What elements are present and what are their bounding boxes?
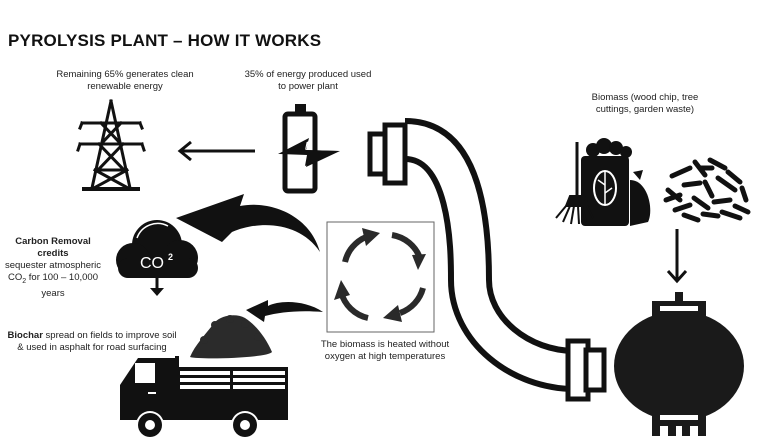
plant-power-caption-line1: 35% of energy produced used	[244, 69, 372, 80]
battery-charging-icon	[278, 104, 340, 194]
process-caption-line1: The biomass is heated without	[320, 339, 450, 350]
grid-energy-caption-line2: renewable energy	[87, 81, 163, 92]
rake-icon	[555, 142, 594, 225]
co2-suffix: for 100 – 10,000	[26, 272, 98, 283]
cloud-co2-superscript: 2	[168, 252, 173, 262]
arrow-down-icon	[666, 229, 688, 284]
biochar-caption: Biochar spread on fields to improve soil…	[4, 330, 180, 354]
biochar-pile-icon	[190, 315, 272, 359]
carbon-caption-line2: CO2 for 100 – 10,000	[0, 272, 106, 288]
plant-power-caption-line2: to power plant	[278, 81, 338, 92]
biomass-bag-icon	[581, 138, 651, 226]
grid-energy-caption-line1: Remaining 65% generates clean	[56, 69, 194, 80]
power-pylon-icon	[76, 99, 146, 191]
biochar-caption-line2: & used in asphalt for road surfacing	[17, 342, 167, 353]
wood-chips-icon	[663, 157, 751, 223]
co2-prefix: CO	[8, 272, 23, 283]
curved-arrow-to-biochar-icon	[246, 300, 323, 322]
carbon-credits-caption: Carbon Removal credits sequester atmosph…	[0, 236, 106, 300]
carbon-caption-line3: years	[41, 287, 65, 299]
biochar-heading: Biochar	[7, 330, 43, 341]
plant-power-caption: 35% of energy produced used to power pla…	[228, 69, 388, 93]
page-title: PYROLYSIS PLANT – HOW IT WORKS	[8, 31, 322, 50]
biomass-caption-line2: cuttings, garden waste)	[595, 104, 695, 115]
biomass-caption-line1: Biomass (wood chip, tree	[591, 92, 699, 103]
process-caption-line2: oxygen at high temperatures	[324, 351, 446, 362]
process-caption: The biomass is heated without oxygen at …	[300, 339, 470, 363]
biochar-caption-line1: spread on fields to improve soil	[42, 330, 177, 341]
grid-energy-caption: Remaining 65% generates clean renewable …	[30, 69, 220, 93]
co2-cloud-icon: CO 2	[116, 220, 198, 296]
reactor-vessel-icon	[614, 292, 744, 436]
curved-arrow-to-cloud-icon	[176, 194, 320, 252]
cloud-co2-label: CO	[140, 255, 164, 272]
co2-subscript: 2	[22, 277, 27, 285]
carbon-credits-heading: Carbon Removal credits	[15, 236, 91, 259]
carbon-caption-line1: sequester atmospheric	[4, 260, 102, 271]
process-cycle-box	[326, 221, 435, 333]
arrow-left-icon	[177, 140, 255, 162]
pipe-icon	[367, 118, 607, 402]
biomass-caption: Biomass (wood chip, tree cuttings, garde…	[580, 92, 710, 116]
truck-icon	[120, 356, 288, 439]
